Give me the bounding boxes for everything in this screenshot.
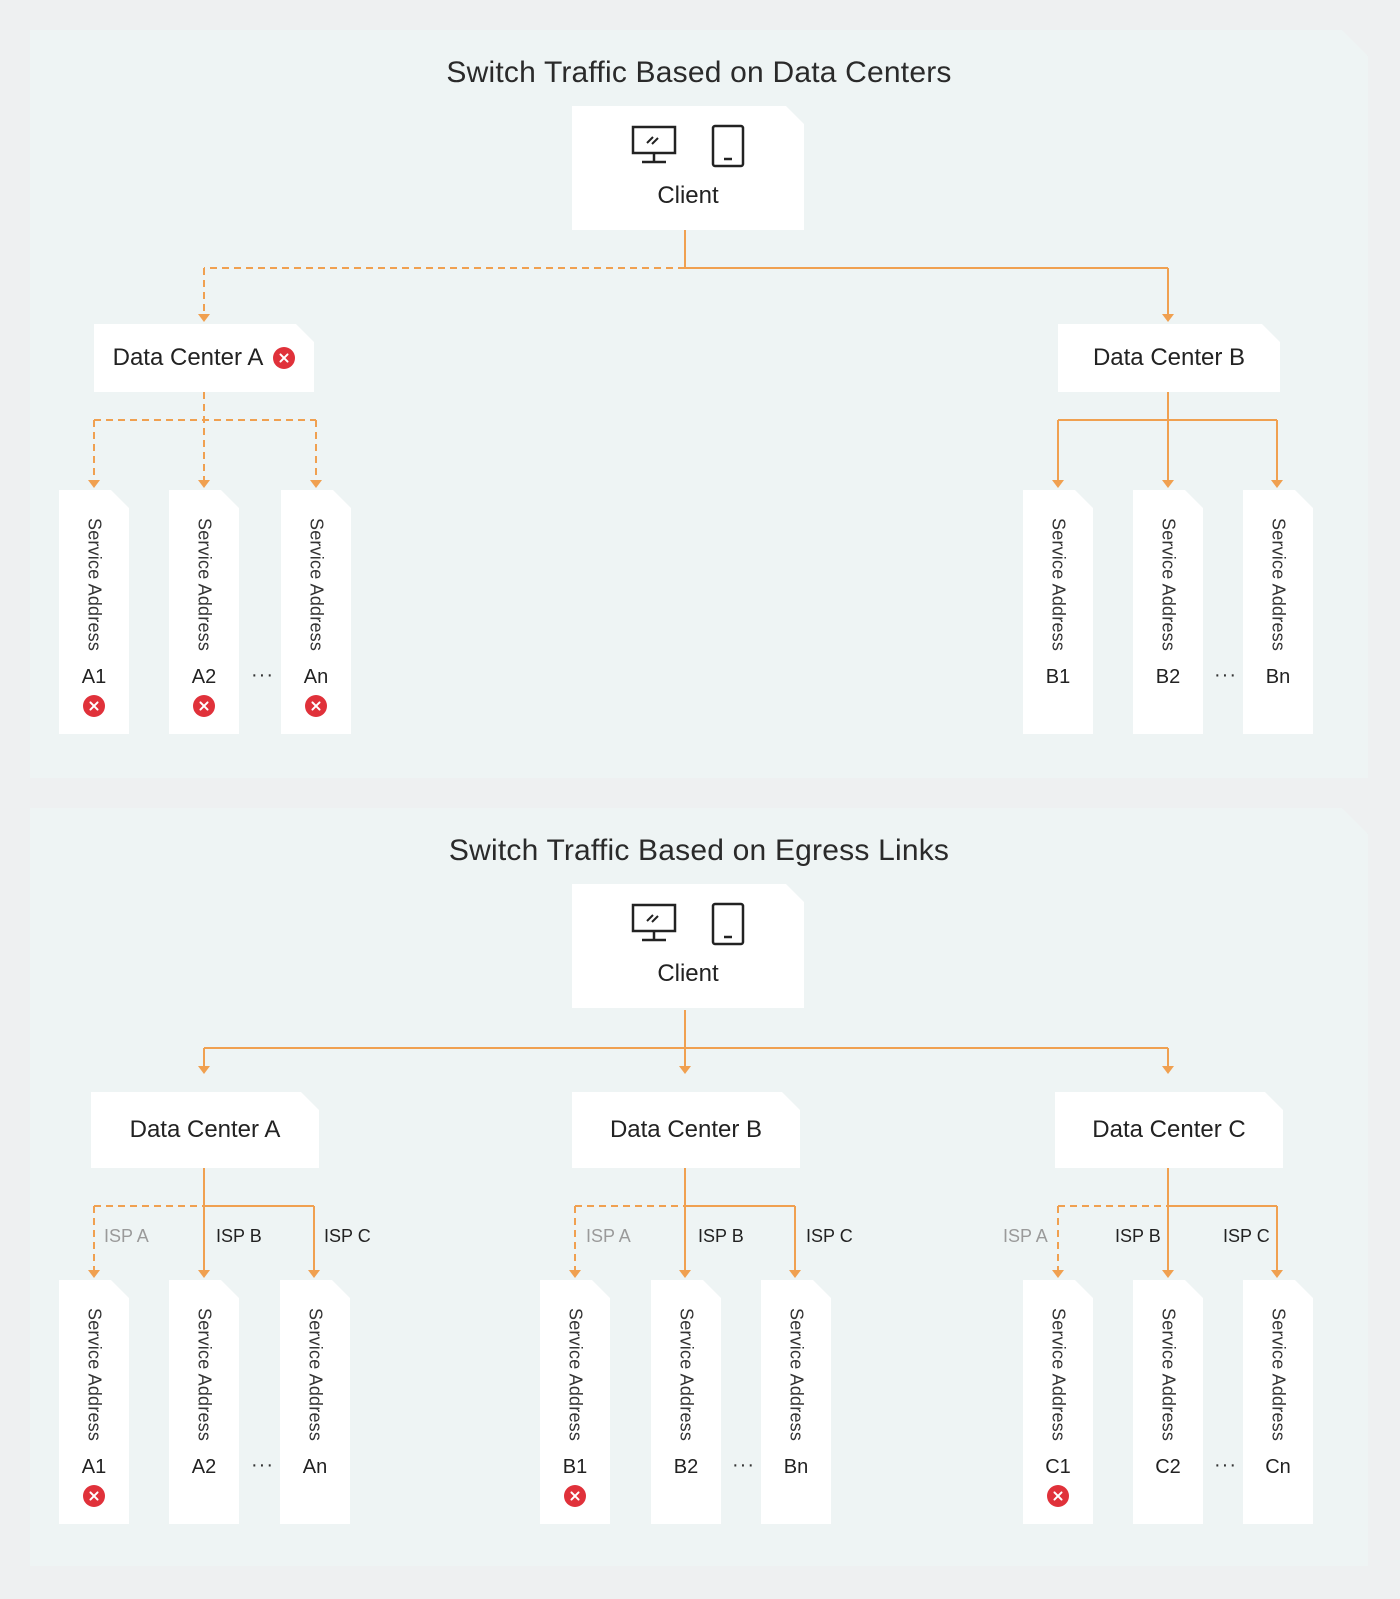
client-label: Client <box>657 182 719 209</box>
data-center-b-card: Data Center B <box>1058 324 1280 392</box>
service-address-cn: Service Address Cn <box>1243 1280 1313 1524</box>
service-id: An <box>302 1456 328 1478</box>
connector-lines <box>30 808 1368 1566</box>
data-center-label: Data Center A <box>129 1116 281 1143</box>
service-id: A2 <box>191 1456 217 1478</box>
service-address-b1: Service Address B1 <box>540 1280 610 1524</box>
service-address-an: Service Address An <box>280 1280 350 1524</box>
service-address-label: Service Address <box>84 1308 105 1442</box>
service-address-label: Service Address <box>1158 1308 1179 1442</box>
service-address-label: Service Address <box>84 518 105 652</box>
data-center-b-card: Data Center B <box>572 1092 800 1168</box>
service-id: An <box>303 666 329 688</box>
service-id: A1 <box>81 666 107 688</box>
isp-label: ISP A <box>586 1226 631 1246</box>
data-center-a-card: Data Center A <box>91 1092 319 1168</box>
error-x-icon <box>564 1485 586 1507</box>
isp-label: ISP C <box>324 1226 371 1246</box>
service-address-label: Service Address <box>1158 518 1179 652</box>
panel-title: Switch Traffic Based on Egress Links <box>448 834 950 867</box>
monitor-icon <box>631 902 677 951</box>
isp-label: ISP A <box>104 1226 149 1246</box>
service-id: Bn <box>783 1456 809 1478</box>
service-id: Cn <box>1265 1456 1291 1478</box>
service-address-label: Service Address <box>565 1308 586 1442</box>
data-center-label: Data Center B <box>1092 344 1246 371</box>
ellipsis: ··· <box>732 1454 755 1476</box>
service-address-label: Service Address <box>194 518 215 652</box>
data-center-a-card: Data Center A <box>94 324 314 392</box>
connector-lines <box>30 30 1368 778</box>
service-address-label: Service Address <box>305 1308 326 1442</box>
panel-data-centers: Switch Traffic Based on Data Centers <box>30 30 1368 778</box>
isp-label: ISP C <box>1223 1226 1270 1246</box>
service-address-c2: Service Address C2 <box>1133 1280 1203 1524</box>
panel-title: Switch Traffic Based on Data Centers <box>446 56 952 89</box>
error-x-icon <box>273 347 295 369</box>
mobile-phone-icon <box>711 902 745 951</box>
service-address-label: Service Address <box>676 1308 697 1442</box>
service-address-label: Service Address <box>306 518 327 652</box>
service-address-label: Service Address <box>1268 1308 1289 1442</box>
service-id: B2 <box>1155 666 1181 688</box>
error-x-icon <box>193 695 215 717</box>
client-label: Client <box>657 960 719 987</box>
error-x-icon <box>305 695 327 717</box>
service-address-label: Service Address <box>1268 518 1289 652</box>
service-id: A1 <box>81 1456 107 1478</box>
service-id: B2 <box>673 1456 699 1478</box>
service-address-bn: Service Address Bn <box>761 1280 831 1524</box>
isp-label: ISP B <box>1115 1226 1161 1246</box>
client-card: Client <box>572 106 804 230</box>
isp-label: ISP B <box>698 1226 744 1246</box>
isp-label: ISP C <box>806 1226 853 1246</box>
service-address-a1: Service Address A1 <box>59 490 129 734</box>
service-address-a2: Service Address A2 <box>169 1280 239 1524</box>
service-id: Bn <box>1265 666 1291 688</box>
service-address-label: Service Address <box>1048 1308 1069 1442</box>
service-address-an: Service Address An <box>281 490 351 734</box>
service-address-b1: Service Address B1 <box>1023 490 1093 734</box>
mobile-phone-icon <box>711 124 745 173</box>
client-card: Client <box>572 884 804 1008</box>
data-center-c-card: Data Center C <box>1055 1092 1283 1168</box>
error-x-icon <box>83 1485 105 1507</box>
service-id: C2 <box>1155 1456 1181 1478</box>
ellipsis: ··· <box>251 1454 274 1476</box>
service-id: A2 <box>191 666 217 688</box>
service-address-label: Service Address <box>194 1308 215 1442</box>
service-address-c1: Service Address C1 <box>1023 1280 1093 1524</box>
error-x-icon <box>83 695 105 717</box>
data-center-label: Data Center C <box>1092 1116 1246 1143</box>
data-center-label: Data Center B <box>609 1116 763 1143</box>
ellipsis: ··· <box>251 664 274 686</box>
error-x-icon <box>1047 1485 1069 1507</box>
service-address-a2: Service Address A2 <box>169 490 239 734</box>
ellipsis: ··· <box>1214 664 1237 686</box>
ellipsis: ··· <box>1214 1454 1237 1476</box>
service-id: B1 <box>1045 666 1071 688</box>
service-address-bn: Service Address Bn <box>1243 490 1313 734</box>
panel-egress-links: Switch Traffic Based on Egress Links <box>30 808 1368 1566</box>
isp-label: ISP A <box>1003 1226 1048 1246</box>
service-address-label: Service Address <box>786 1308 807 1442</box>
service-address-label: Service Address <box>1048 518 1069 652</box>
isp-label: ISP B <box>216 1226 262 1246</box>
service-id: C1 <box>1045 1456 1071 1478</box>
service-id: B1 <box>562 1456 588 1478</box>
data-center-label: Data Center A <box>112 344 264 371</box>
service-address-a1: Service Address A1 <box>59 1280 129 1524</box>
monitor-icon <box>631 124 677 173</box>
service-address-b2: Service Address B2 <box>651 1280 721 1524</box>
service-address-b2: Service Address B2 <box>1133 490 1203 734</box>
